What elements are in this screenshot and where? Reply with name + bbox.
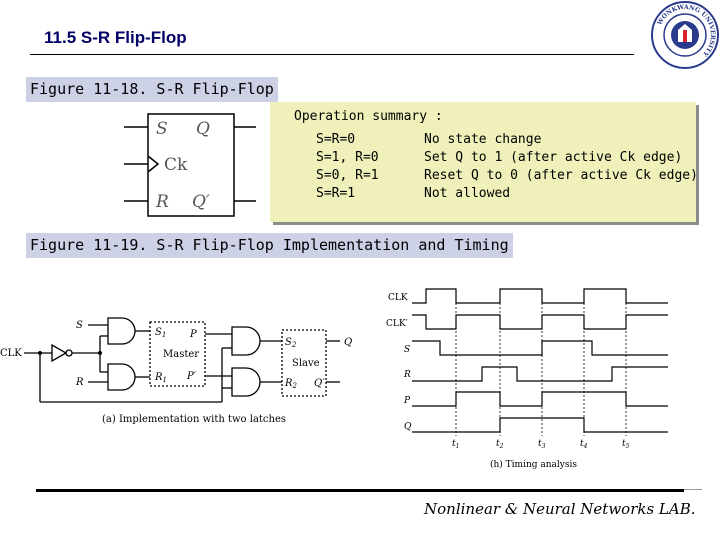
waveform-s <box>412 340 668 356</box>
flipflop-body <box>147 113 235 217</box>
summary-condition: S=R=0 <box>316 132 356 147</box>
master-latch-box <box>149 321 206 387</box>
figure-11-19-label: Figure 11-19. S-R Flip-Flop Implementati… <box>26 233 513 258</box>
timing-caption: (h) Timing analysis <box>490 459 577 470</box>
summary-condition: S=R=1 <box>316 186 356 201</box>
operation-summary-box: Operation summary : S=R=0 No state chang… <box>270 102 698 222</box>
input-r-label: R <box>75 377 84 388</box>
pin-r-label: R <box>155 192 169 212</box>
page-title: 11.5 S-R Flip-Flop <box>44 28 187 47</box>
clk-input-label: CLK <box>0 348 22 359</box>
university-logo: WONKWANG UNIVERSITY <box>651 1 719 69</box>
summary-condition: S=1, R=0 <box>316 150 379 165</box>
pin-ck-label: Ck <box>164 155 188 175</box>
footer-divider <box>36 489 684 492</box>
master-r1-label: R1 <box>154 372 167 384</box>
operation-summary-title: Operation summary : <box>294 109 443 124</box>
signal-label-clkbar: CLK′ <box>386 319 408 329</box>
summary-effect: Reset Q to 0 (after active Ck edge) <box>424 168 698 183</box>
time-mark-label: t2 <box>496 439 504 450</box>
implementation-caption: (a) Implementation with two latches <box>102 414 286 425</box>
time-mark-label: t4 <box>580 439 588 450</box>
figure-11-18-label: Figure 11-18. S-R Flip-Flop <box>26 77 278 102</box>
master-s1-label: S1 <box>155 327 166 339</box>
waveform-clk <box>412 288 668 304</box>
slave-r2-label: R2 <box>284 378 298 390</box>
clk-inverted-junction <box>98 351 102 355</box>
signal-label-r: R <box>403 370 411 380</box>
slave-s2-label: S2 <box>285 337 297 349</box>
pin-q-label: Q <box>196 119 210 139</box>
waveform-clkbar <box>412 314 668 330</box>
waveform-p <box>412 391 668 407</box>
clk-junction <box>38 351 42 355</box>
output-qbar-label: Q′ <box>314 378 325 389</box>
logo-emblem-accent <box>683 30 687 42</box>
input-s-label: S <box>76 320 83 331</box>
signal-label-s: S <box>404 345 410 355</box>
summary-effect: Not allowed <box>424 186 511 201</box>
timing-diagram: CLK CLK′ S R P Q t1 t2 t3 t4 t5 (h) Timi… <box>386 288 668 470</box>
time-mark-label: t1 <box>452 439 459 450</box>
waveform-q <box>412 417 668 433</box>
signal-label-q: Q <box>404 422 412 432</box>
and-gate-slave-r <box>231 367 261 397</box>
master-p-label: P <box>189 329 197 340</box>
master-latch-label: Master <box>163 349 199 360</box>
and-gate-master-r <box>107 363 136 391</box>
signal-label-p: P <box>403 396 411 406</box>
summary-effect: Set Q to 1 (after active Ck edge) <box>424 150 683 165</box>
and-gate-master-s <box>107 317 136 345</box>
footer-divider-tail <box>684 489 702 490</box>
pin-s-label: S <box>156 119 168 139</box>
slave-latch-box <box>281 329 327 397</box>
title-divider <box>30 54 634 55</box>
clock-inverter <box>51 343 68 363</box>
summary-effect: No state change <box>424 132 542 147</box>
master-pbar-label: P′ <box>186 371 197 382</box>
sr-flipflop-symbol: S Q Ck R Q′ <box>124 113 256 217</box>
output-q-label: Q <box>344 337 352 348</box>
waveform-r <box>412 366 668 382</box>
slave-latch-label: Slave <box>292 358 320 369</box>
clock-edge-triangle <box>147 155 160 173</box>
and-gate-slave-s <box>231 326 261 356</box>
summary-condition: S=0, R=1 <box>316 168 379 183</box>
lab-name: Nonlinear & Neural Networks LAB. <box>424 500 696 518</box>
pin-qbar-label: Q′ <box>192 192 210 212</box>
time-mark-label: t5 <box>622 439 630 450</box>
signal-label-clk: CLK <box>388 293 408 303</box>
implementation-circuit: S R S1 R1 P P′ S2 R2 Q Q′ CLK Master Sla… <box>0 317 352 425</box>
time-mark-label: t3 <box>538 439 546 450</box>
